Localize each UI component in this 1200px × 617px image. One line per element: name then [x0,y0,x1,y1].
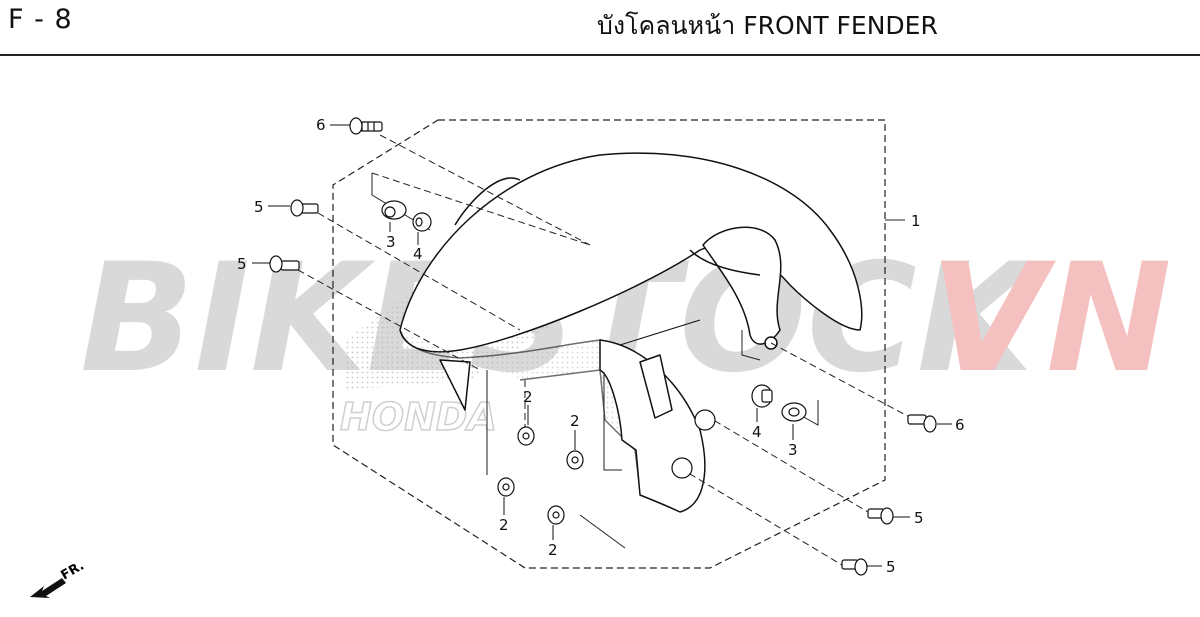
collar2-b-part [566,450,584,470]
bolt5-right-lower-part [841,558,868,576]
grouping-brackets [371,173,905,549]
grommet3-upper-part [381,200,407,220]
bolt6-upper-part [349,117,383,135]
watermark-accent-text: VN [930,232,1172,406]
callout-collar4-upper: 4 [413,245,423,263]
honda-logo-text: HONDA [340,395,497,439]
callout-collar-b: 2 [570,412,580,430]
callout-collar-c: 2 [499,516,509,534]
collar2-a-part [517,426,535,446]
assembly-boundary [332,119,886,569]
callout-bolt6-upper: 6 [316,116,326,134]
grommet3-lower-part [781,402,807,422]
header-divider [0,54,1200,56]
collar4-upper-part [412,212,432,232]
front-direction-indicator: FR. [30,558,87,598]
front-direction-label: FR. [59,558,87,583]
callout-bolt5-c: 5 [914,509,924,527]
callout-leaders [252,124,952,567]
front-arrow-icon [30,578,66,598]
collar2-e-part [671,409,716,479]
watermark: BIKESTOCK VN HONDA [80,230,1172,440]
callout-bolt5-a: 5 [254,198,264,216]
assembly-lines [297,134,916,566]
callout-collar-d: 2 [548,541,558,559]
collar4-lower-part [751,384,773,408]
bolt5-upper-left-part [290,199,319,217]
bolt5-lower-left-part [269,255,300,273]
bolt6-lower-part [907,414,937,433]
callout-bolt5-d: 5 [886,558,896,576]
callout-grommet-upper: 3 [386,233,396,251]
page-title: บังโคลนหน้า FRONT FENDER [597,11,938,40]
callout-bolt5-b: 5 [237,255,247,273]
callout-fender: 1 [911,212,921,230]
bolt5-right-upper-part [867,507,894,525]
collar2-c-part [497,477,515,497]
callout-collar-a: 2 [523,388,533,406]
callout-grommet-lower: 3 [788,441,798,459]
collar2-d-part [547,505,565,525]
page-code: F - 8 [8,4,73,35]
callout-collar4-lower: 4 [752,423,762,441]
callout-bolt6-lower: 6 [955,416,965,434]
